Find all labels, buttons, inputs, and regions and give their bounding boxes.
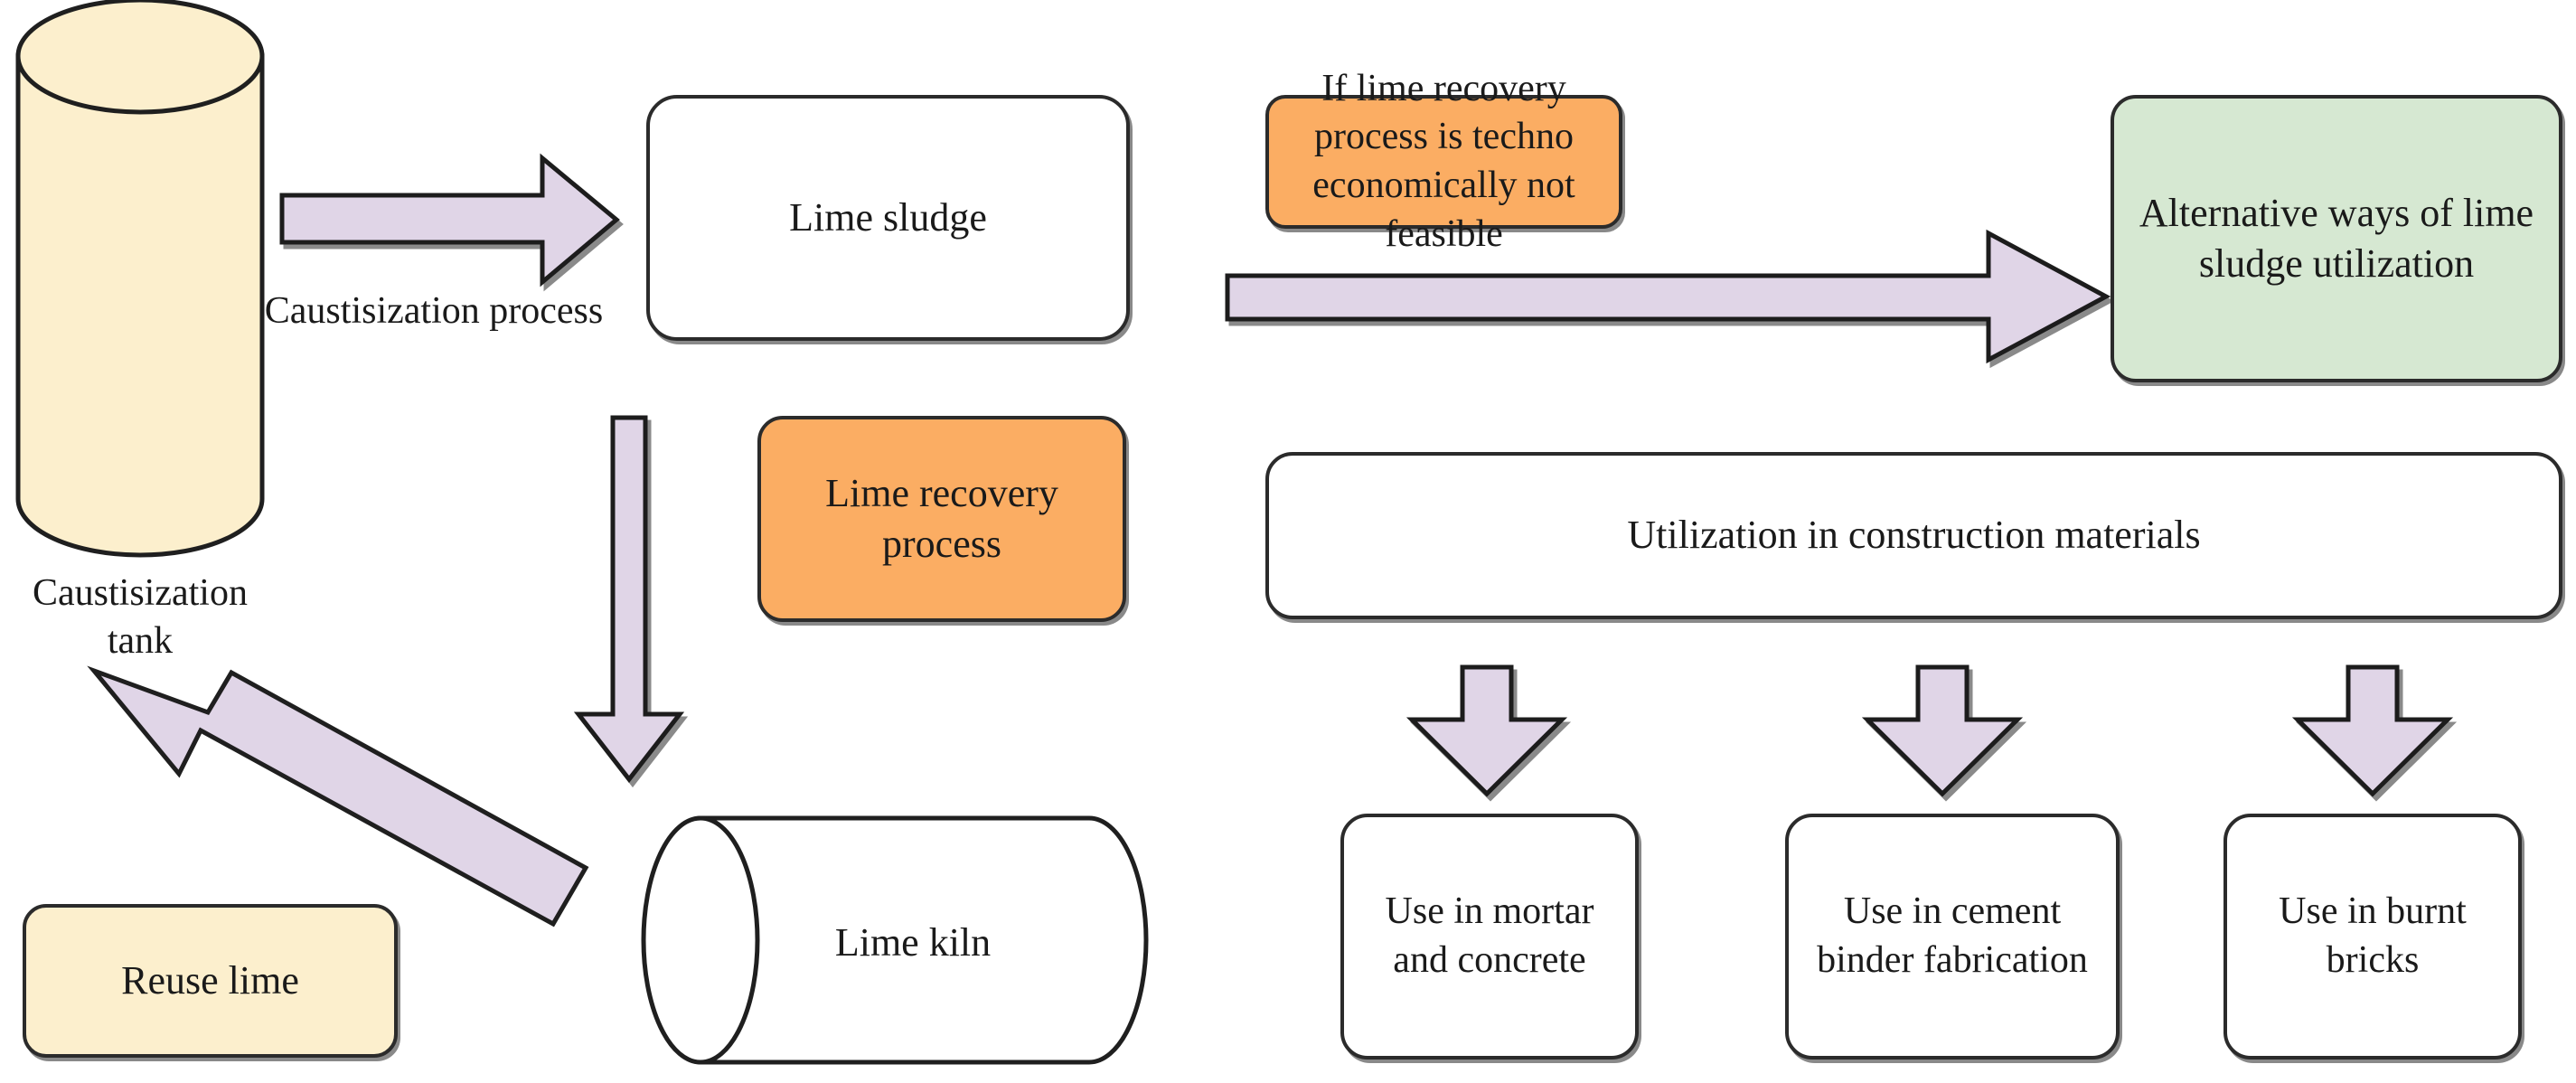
caustisization-tank-label: Caustisization tank	[33, 572, 248, 662]
arrow-to-use-bricks	[2291, 664, 2454, 797]
node-techno-economic-condition[interactable]: If lime recovery process is techno econo…	[1265, 68, 1622, 255]
node-lime-sludge[interactable]: Lime sludge	[646, 95, 1130, 341]
arrow-to-alternative-ways	[1225, 229, 2111, 364]
arrow-to-use-cement	[1861, 664, 2024, 797]
arrow-caustisization-process	[279, 153, 620, 287]
node-lime-kiln-label: Lime kiln	[834, 920, 992, 965]
node-use-mortar-concrete[interactable]: Use in mortar and concrete	[1340, 814, 1639, 1059]
node-lime-recovery-process[interactable]: Lime recovery process	[757, 416, 1126, 622]
caustisization-tank-shape	[15, 0, 265, 558]
arrow-lime-sludge-to-kiln	[573, 415, 685, 784]
node-use-burnt-bricks[interactable]: Use in burnt bricks	[2223, 814, 2522, 1059]
node-alternative-ways[interactable]: Alternative ways of lime sludge utilizat…	[2111, 95, 2562, 382]
edge-label-caustisization-process: Caustisization process	[264, 290, 604, 332]
lime-kiln-shape	[641, 815, 1149, 1065]
node-reuse-lime[interactable]: Reuse lime	[23, 904, 398, 1058]
arrow-reuse-to-tank	[87, 665, 589, 928]
node-utilization-construction[interactable]: Utilization in construction materials	[1265, 452, 2562, 619]
node-use-cement-binder[interactable]: Use in cement binder fabrication	[1785, 814, 2120, 1059]
arrow-to-use-mortar	[1406, 664, 1568, 797]
